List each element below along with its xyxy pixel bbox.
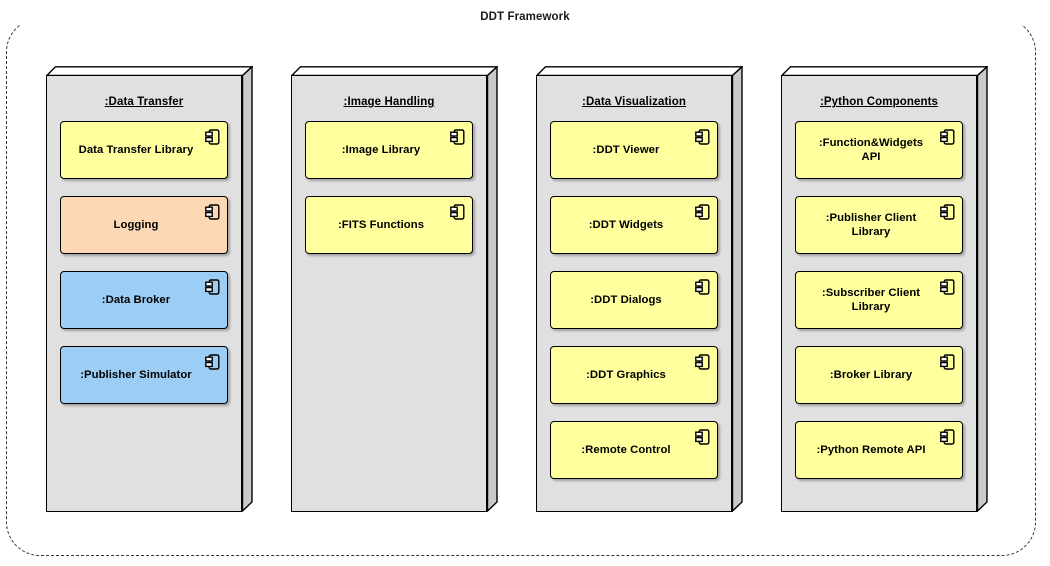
package-body-python-components: :Function&Widgets API :Publisher Client L… — [782, 112, 976, 491]
package-body-data-visualization: :DDT Viewer :DDT Widgets :DDT Dialogs :DDT … — [537, 112, 731, 491]
uml-component-icon — [940, 279, 955, 295]
uml-component-icon — [695, 129, 710, 145]
package-title-image-handling: :Image Handling — [343, 96, 435, 108]
uml-component-icon — [450, 204, 465, 220]
package-3d-shell — [291, 66, 498, 512]
component-publisher-simulator[interactable]: :Publisher Simulator — [60, 346, 228, 404]
uml-component-icon — [205, 129, 220, 145]
component-ddt-viewer[interactable]: :DDT Viewer — [550, 121, 718, 179]
package-face-python-components: :Python Components :Function&Widgets API:… — [781, 75, 977, 512]
component-logging[interactable]: Logging — [60, 196, 228, 254]
component-label: :Publisher Client Library — [825, 212, 917, 238]
component-subscriber-client-library[interactable]: :Subscriber Client Library — [795, 271, 963, 329]
uml-component-icon — [205, 279, 220, 295]
component-label: :Broker Library — [829, 369, 913, 381]
component-label: :DDT Graphics — [586, 369, 666, 381]
component-label: :Data Broker — [101, 294, 171, 306]
package-title-python-components: :Python Components — [819, 96, 939, 108]
uml-component-icon — [205, 354, 220, 370]
package-data-visualization[interactable]: :Data Visualization :DDT Viewer :DDT Widge… — [536, 66, 743, 512]
package-title-data-transfer: :Data Transfer — [104, 96, 184, 108]
uml-component-icon — [450, 129, 465, 145]
component-data-broker[interactable]: :Data Broker — [60, 271, 228, 329]
component-label: :DDT Widgets — [588, 219, 664, 231]
component-broker-library[interactable]: :Broker Library — [795, 346, 963, 404]
component-label: :Image Library — [341, 144, 421, 156]
component-ddt-widgets[interactable]: :DDT Widgets — [550, 196, 718, 254]
package-image-handling[interactable]: :Image Handling :Image Library :FITS Funct… — [291, 66, 498, 512]
uml-component-icon — [695, 429, 710, 445]
package-3d-shell — [536, 66, 743, 512]
component-label: Logging — [113, 219, 159, 231]
package-3d-shell — [781, 66, 988, 512]
uml-component-icon — [940, 429, 955, 445]
component-label: :Publisher Simulator — [80, 369, 192, 381]
uml-component-icon — [695, 354, 710, 370]
package-face-data-visualization: :Data Visualization :DDT Viewer :DDT Widge… — [536, 75, 732, 512]
uml-component-icon — [695, 279, 710, 295]
component-label: :DDT Dialogs — [590, 294, 662, 306]
uml-component-icon — [695, 204, 710, 220]
uml-component-icon — [205, 204, 220, 220]
component-label: Data Transfer Library — [78, 144, 194, 156]
uml-component-icon — [940, 354, 955, 370]
package-python-components[interactable]: :Python Components :Function&Widgets API:… — [781, 66, 988, 512]
uml-component-icon — [940, 204, 955, 220]
package-title-data-visualization: :Data Visualization — [582, 96, 686, 108]
component-ddt-dialogs[interactable]: :DDT Dialogs — [550, 271, 718, 329]
component-fits-functions[interactable]: :FITS Functions — [305, 196, 473, 254]
component-publisher-client-library[interactable]: :Publisher Client Library — [795, 196, 963, 254]
component-remote-control[interactable]: :Remote Control — [550, 421, 718, 479]
component-data-transfer-library[interactable]: Data Transfer Library — [60, 121, 228, 179]
component-image-library[interactable]: :Image Library — [305, 121, 473, 179]
component-label: :DDT Viewer — [592, 144, 660, 156]
package-body-image-handling: :Image Library :FITS Functions — [292, 112, 486, 266]
component-label: :FITS Functions — [337, 219, 425, 231]
component-python-remote-api[interactable]: :Python Remote API — [795, 421, 963, 479]
framework-title: DDT Framework — [0, 10, 1050, 25]
package-face-image-handling: :Image Handling :Image Library :FITS Funct… — [291, 75, 487, 512]
uml-component-icon — [940, 129, 955, 145]
component-label: :Function&Widgets API — [818, 137, 924, 163]
component-label: :Subscriber Client Library — [821, 287, 921, 313]
component-label: :Remote Control — [581, 444, 671, 456]
component-function-widgets-api[interactable]: :Function&Widgets API — [795, 121, 963, 179]
component-label: :Python Remote API — [816, 444, 926, 456]
component-ddt-graphics[interactable]: :DDT Graphics — [550, 346, 718, 404]
